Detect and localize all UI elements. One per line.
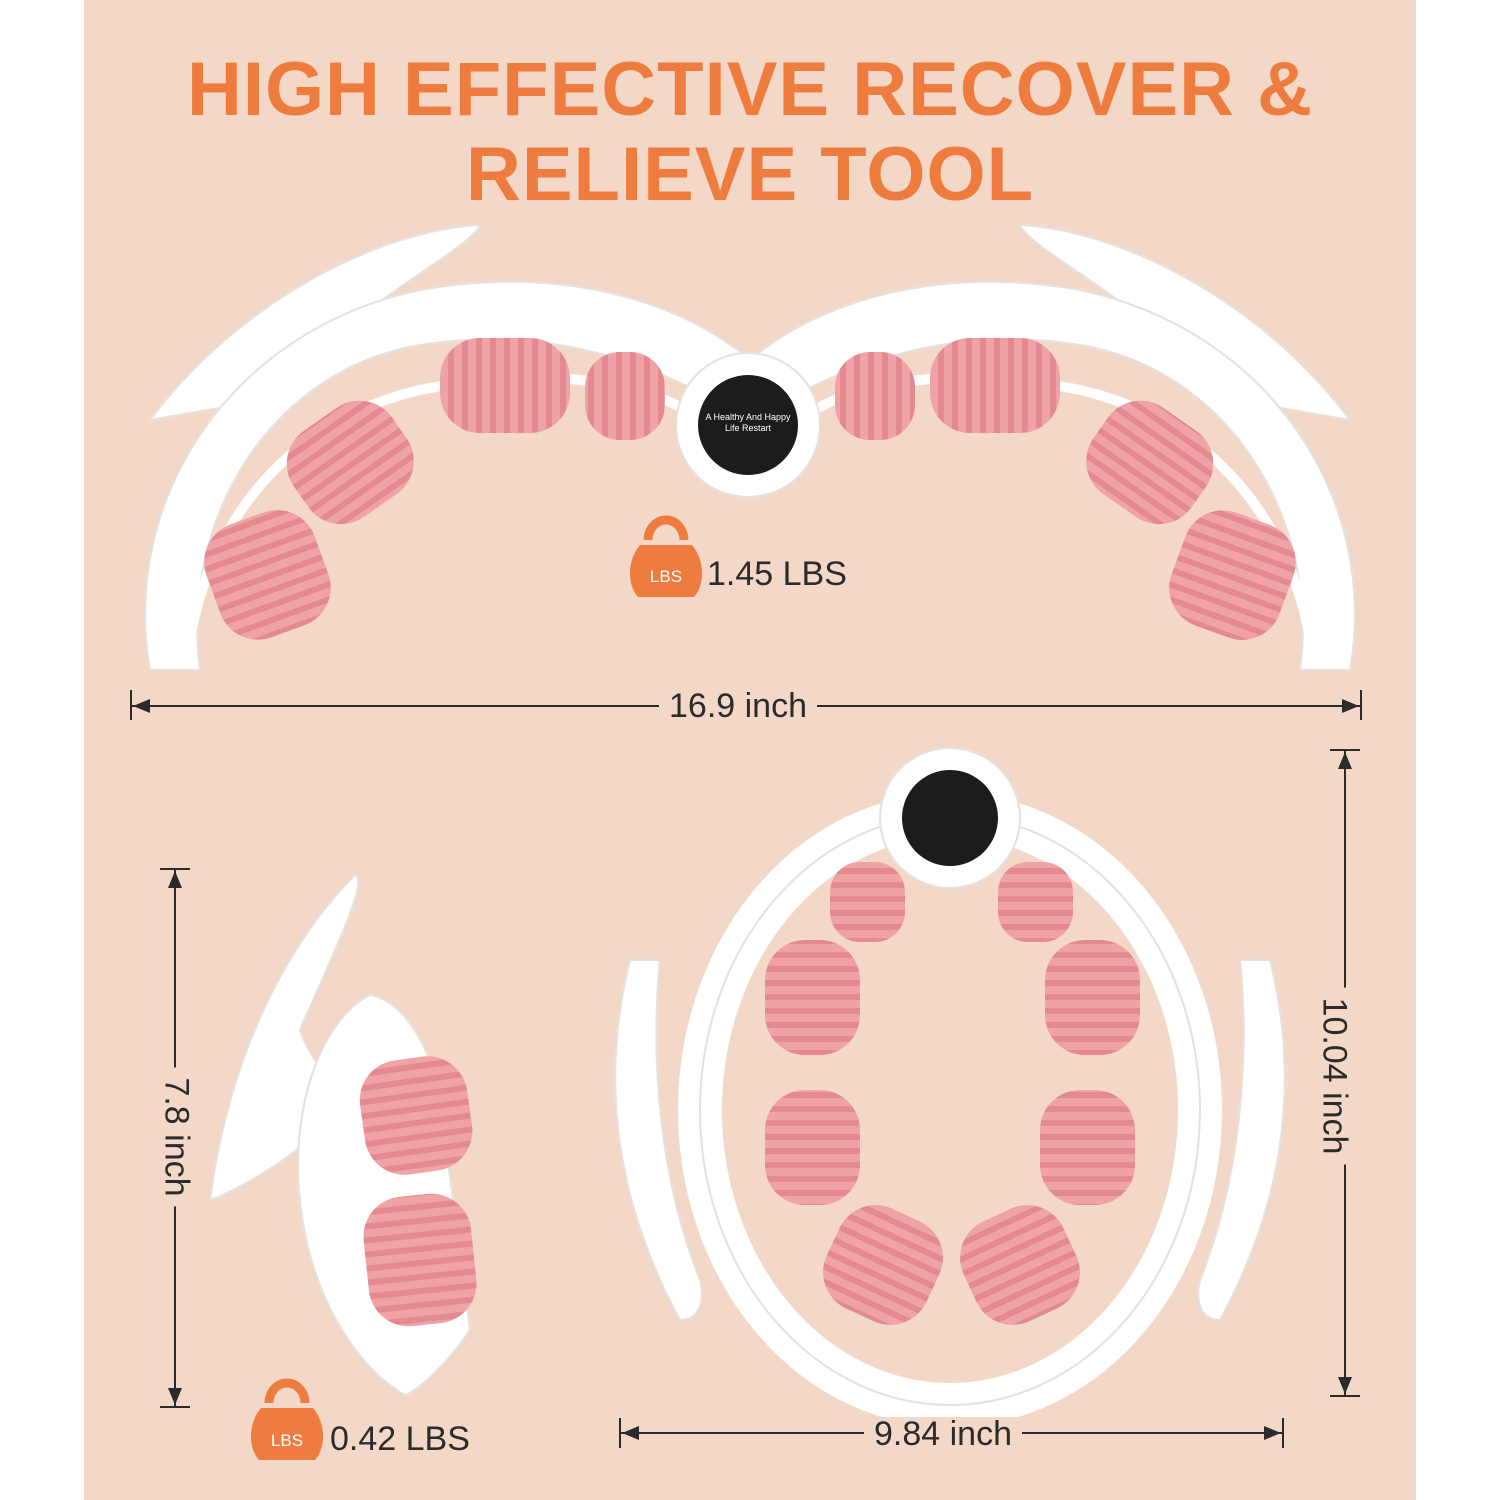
width-label: 16.9 inch <box>659 689 817 723</box>
large-weight-label: 1.45 LBS <box>707 555 847 593</box>
ring-rollers <box>765 862 1140 1325</box>
small-height-label: 7.8 inch <box>158 1067 196 1207</box>
kettlebell-icon-small: LBS <box>250 1378 324 1460</box>
headline-line-2: RELIEVE TOOL <box>465 132 1034 217</box>
kettlebell-icon-small-label: LBS <box>271 1431 303 1450</box>
roller-group-right <box>835 338 1296 640</box>
small-weight-label: 0.42 LBS <box>330 1420 470 1458</box>
length-label: 10.04 inch <box>1315 987 1353 1165</box>
hinge-knob-bottom <box>879 747 1021 889</box>
side-view-massager <box>208 873 477 1397</box>
unfolded-massager <box>144 223 1356 671</box>
kettlebell-icon: LBS <box>629 515 703 597</box>
headline-line-1: HIGH EFFECTIVE RECOVER & <box>186 47 1314 132</box>
closed-ring-massager <box>614 747 1286 1427</box>
hinge-knob-top <box>675 352 821 498</box>
folded-width-label: 9.84 inch <box>864 1417 1022 1451</box>
hinge-badge-text: A Healthy And Happy Life Restart <box>705 412 791 433</box>
kettlebell-icon-label: LBS <box>650 567 682 586</box>
roller-group-left <box>204 338 665 640</box>
